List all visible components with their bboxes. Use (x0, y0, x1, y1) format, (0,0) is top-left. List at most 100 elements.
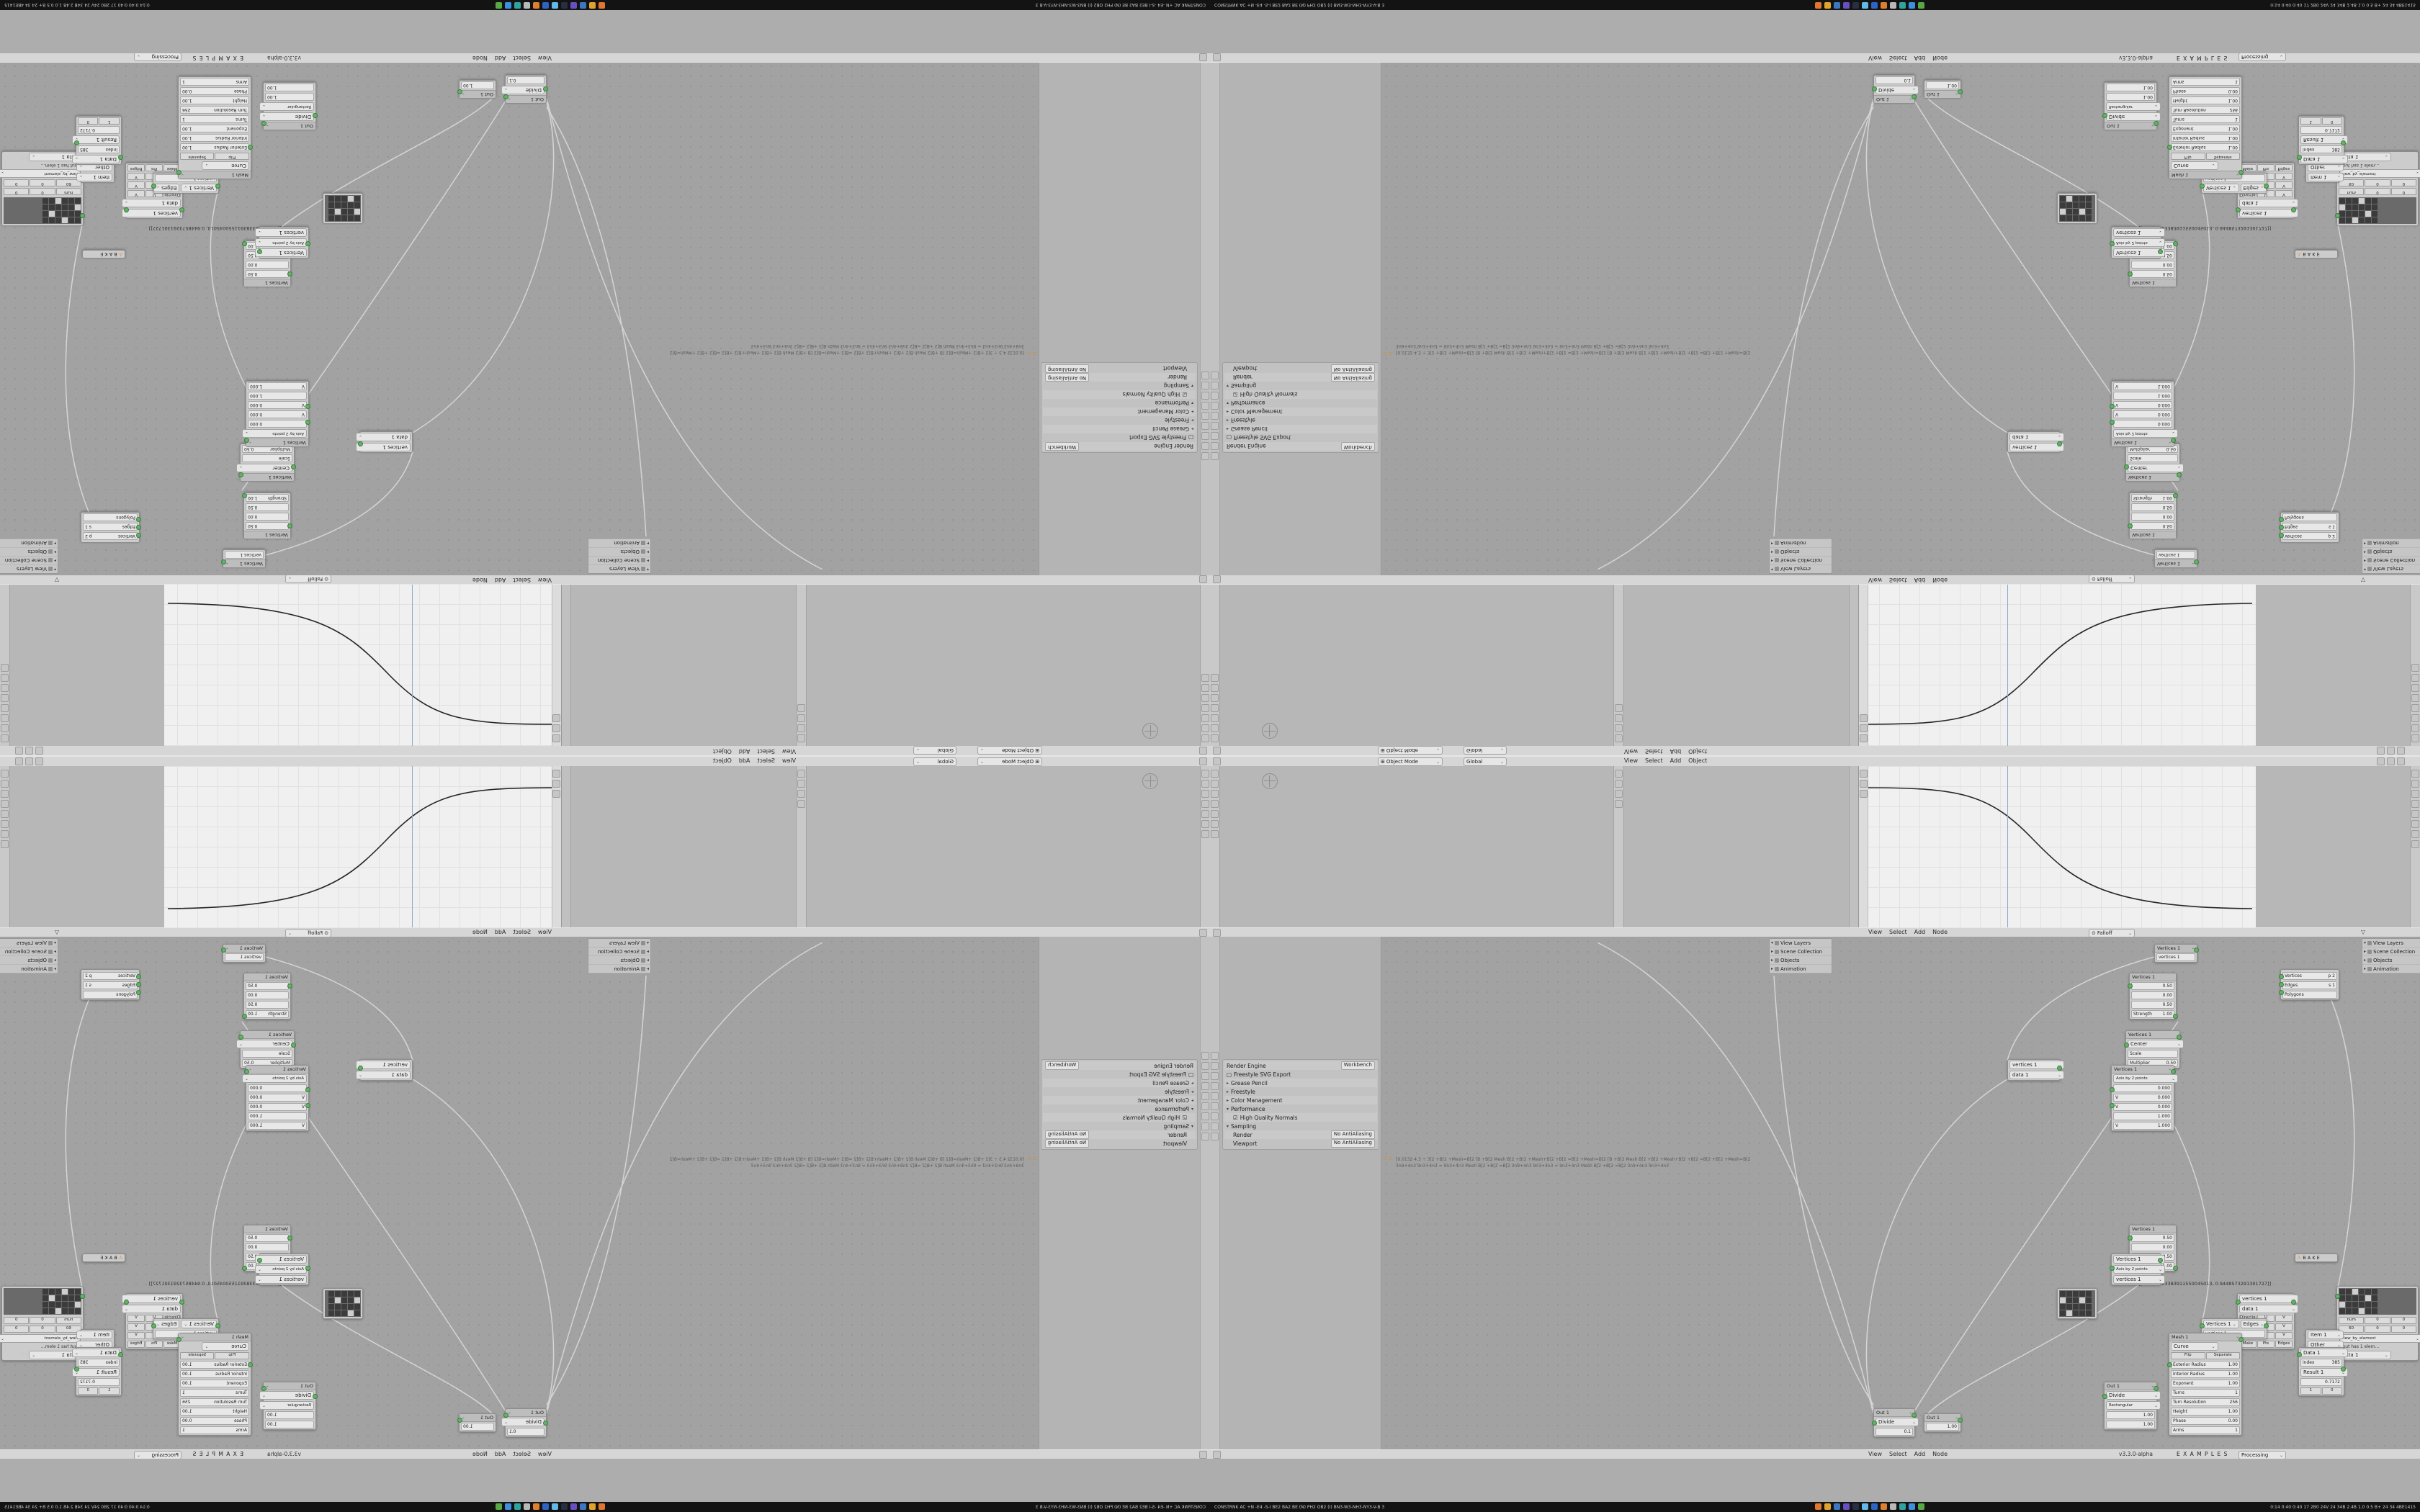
toggle-button[interactable]: Pts (2257, 164, 2275, 171)
gizmo-icon[interactable] (797, 780, 805, 788)
geometry-node-editor[interactable]: ▾ View Layers ▸ Scene Collection ▸ Objec… (1381, 63, 2420, 575)
cursor-tool-icon[interactable] (1201, 780, 1209, 788)
taskbar-app-icon[interactable] (1881, 2, 1887, 9)
overlay-dropdown[interactable]: ⊙ Falloff ⌄ (285, 575, 331, 583)
shading-icon[interactable] (15, 747, 23, 755)
toggle-button[interactable]: Pts (145, 164, 163, 171)
viewlayer-tab-icon[interactable] (1, 714, 9, 722)
menu-add[interactable]: Add (1914, 929, 1926, 935)
taskbar-app-icon[interactable] (1899, 1503, 1906, 1510)
material-tab-icon[interactable] (1, 664, 9, 672)
taskbar-app-icon[interactable] (1834, 1503, 1840, 1510)
matrix-widget[interactable] (325, 1290, 361, 1317)
menu-view[interactable]: View (1868, 577, 1882, 583)
modifier-tab-icon[interactable] (2411, 830, 2419, 838)
cursor-tool-icon[interactable] (1211, 780, 1219, 788)
editor-type-icon[interactable] (1213, 747, 1221, 755)
freestyle-section[interactable]: ▸ Freestyle (1224, 1087, 1377, 1096)
viewport-aa-select[interactable]: No AntiAliasing (1330, 364, 1375, 373)
key-icon[interactable] (552, 714, 561, 722)
select-tool-icon[interactable] (1211, 770, 1219, 778)
freestyle-section[interactable]: ▸ Freestyle (1224, 416, 1377, 425)
taskbar-app-icon[interactable] (1909, 2, 1915, 9)
node-vertices-small[interactable]: Vertices 1⌄ vertices 1 (221, 944, 266, 963)
shading-icon[interactable] (25, 757, 33, 765)
checkbox-icon[interactable]: ▢ (1227, 1071, 1232, 1078)
viewlayer-tab-icon[interactable] (2411, 790, 2419, 798)
menu-node[interactable]: Node (472, 1451, 488, 1457)
node-selection-matrix[interactable] (2057, 1288, 2097, 1319)
shading-icon[interactable] (2397, 757, 2405, 765)
node-rectangular[interactable]: Out 1⌄ Divide⌄ Rectangular⌄ 1.00 1.00 (2102, 1382, 2161, 1430)
render-engine-select[interactable]: Workbench (1340, 442, 1375, 451)
toggle-button[interactable]: 1 (99, 117, 120, 125)
shading-icon[interactable] (2377, 757, 2385, 765)
object-tab-icon[interactable] (2411, 820, 2419, 828)
field-cell[interactable]: 0 (2365, 1326, 2390, 1333)
freestyle-section[interactable]: ▸ Freestyle (1043, 1087, 1196, 1096)
constraint-tab-icon[interactable] (1211, 1122, 1219, 1130)
output-tab-icon[interactable] (2411, 780, 2419, 788)
field-cell[interactable]: 0 (2365, 1317, 2390, 1324)
taskbar-app-icon[interactable] (514, 2, 521, 9)
annotate-tool-icon[interactable] (1211, 830, 1219, 838)
menu-select[interactable]: Select (1888, 55, 1907, 61)
key-icon[interactable] (1859, 714, 1868, 722)
orientation-dropdown[interactable]: Global ⌄ (913, 757, 956, 766)
outliner-objects[interactable]: ▸ Objects (1770, 956, 1832, 965)
taskbar-app-icon[interactable] (599, 1503, 605, 1510)
node-rectangular[interactable]: Out 1⌄ Divide⌄ Rectangular⌄ 1.00 1.00 (259, 82, 318, 130)
outliner-view-layers[interactable]: ▾ View Layers (588, 939, 650, 948)
menu-select[interactable]: Select (1888, 929, 1907, 935)
taskbar-app-icon[interactable] (1852, 2, 1859, 9)
gizmo-icon[interactable] (797, 724, 805, 732)
workspace-label[interactable]: E X A M P L E S (192, 1451, 243, 1457)
taskbar-app-icon[interactable] (1843, 2, 1850, 9)
orientation-dropdown[interactable]: Global ⌄ (1464, 746, 1507, 755)
physics-tab-icon[interactable] (1211, 392, 1219, 400)
menu-view[interactable]: View (1624, 748, 1638, 755)
outliner-animation[interactable]: ▸ Animation (2362, 539, 2420, 547)
field-cell[interactable]: num (55, 1317, 81, 1324)
move-tool-icon[interactable] (1211, 790, 1219, 798)
toggle-button[interactable]: Edges (127, 1341, 145, 1348)
taskbar-app-icon[interactable] (589, 2, 596, 9)
render-tab-icon[interactable] (2411, 734, 2419, 742)
scene-tab-icon[interactable] (1211, 422, 1219, 430)
render-aa-select[interactable]: No AntiAliasing (1330, 373, 1375, 382)
separate-button[interactable]: Separate (2205, 153, 2240, 160)
navigation-gizmo-icon[interactable] (1142, 773, 1158, 789)
taskbar-app-icon[interactable] (1834, 2, 1840, 9)
viewport-area[interactable] (1220, 766, 1613, 927)
menu-add[interactable]: Add (494, 55, 506, 61)
scene-tab-icon[interactable] (1, 704, 9, 712)
field-cell[interactable]: 0 (4, 179, 30, 186)
outliner-objects[interactable]: ▸ Objects (2362, 547, 2420, 556)
toggle-button[interactable]: V (127, 173, 145, 180)
outliner-animation[interactable]: ▸ Animation (588, 965, 650, 973)
menu-view[interactable]: View (782, 757, 796, 764)
render-tab-icon[interactable] (1201, 1052, 1209, 1060)
world-tab-icon[interactable] (1211, 1092, 1219, 1100)
output-tab-icon[interactable] (1201, 442, 1209, 450)
normalize-icon[interactable] (552, 734, 561, 742)
world-tab-icon[interactable] (1, 694, 9, 702)
menu-select[interactable]: Select (1644, 748, 1663, 755)
node-bake[interactable]: ⚠ B A K E (2295, 250, 2338, 258)
output-tab-icon[interactable] (1, 724, 9, 732)
toggle-button[interactable]: Edges (2275, 1341, 2293, 1348)
select-tool-icon[interactable] (1201, 770, 1209, 778)
overlay-icon[interactable] (797, 734, 805, 742)
menu-object[interactable]: Object (712, 757, 732, 764)
outliner-scene-collection[interactable]: ▸ Scene Collection (588, 556, 650, 564)
field-cell[interactable]: 0 (2390, 1317, 2416, 1324)
rotate-tool-icon[interactable] (1211, 800, 1219, 808)
checkbox-icon[interactable]: ▢ (1188, 434, 1193, 441)
toggle-button[interactable]: 1 (2300, 117, 2321, 125)
